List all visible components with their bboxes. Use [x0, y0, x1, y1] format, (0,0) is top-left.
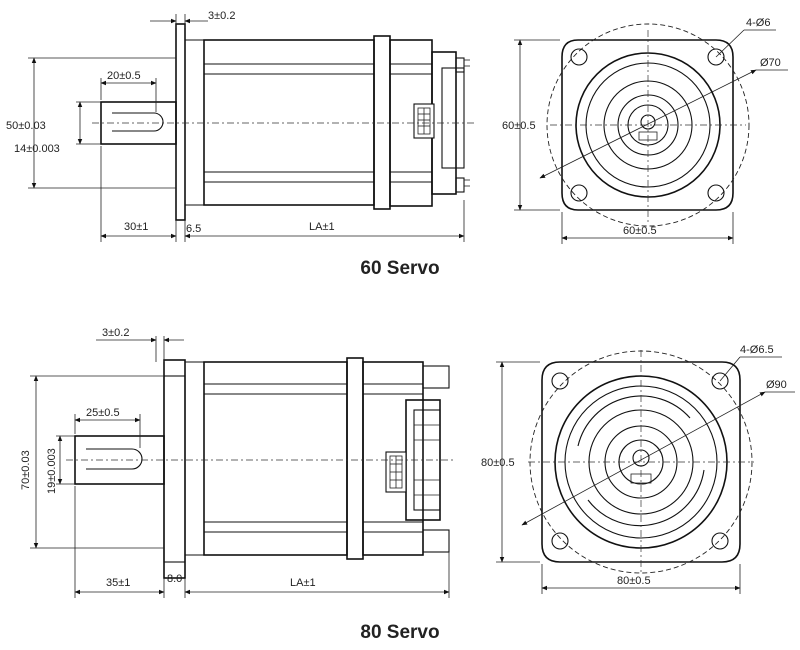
servo80-hole-spec: 4-Ø6.5 [740, 344, 774, 356]
servo60-flange-offset: 6.5 [186, 223, 201, 235]
servo80-caption: 80 Servo [360, 622, 439, 643]
servo60-front-height: 60±0.5 [502, 120, 536, 132]
servo80-front-view: 4-Ø6.5 Ø90 80±0.5 80±0.5 [481, 344, 795, 594]
servo80-flange-thickness: 3±0.2 [102, 327, 129, 339]
servo60-body-length: LA±1 [309, 221, 335, 233]
servo80-pcd: Ø90 [766, 379, 787, 391]
servo60-flange-height: 50±0.03 [6, 120, 46, 132]
servo80-key-length: 25±0.5 [86, 407, 120, 419]
servo60-side-view: 3±0.2 20±0.5 50±0.03 14±0.003 30±1 6.5 L… [6, 10, 476, 242]
servo80-shaft-dia: 19±0.003 [46, 448, 58, 494]
servo80-front-height: 80±0.5 [481, 457, 515, 469]
servo80-side-view: 3±0.2 25±0.5 70±0.03 19±0.003 35±1 8.0 L… [20, 327, 456, 598]
servo80-front-width: 80±0.5 [617, 575, 651, 587]
servo80-shaft-length: 35±1 [106, 577, 130, 589]
servo60-shaft-length: 30±1 [124, 221, 148, 233]
servo80-flange-offset: 8.0 [167, 573, 182, 585]
servo60-front-width: 60±0.5 [623, 225, 657, 237]
servo80-body-length: LA±1 [290, 577, 316, 589]
servo60-front-view: 4-Ø6 Ø70 60±0.5 60±0.5 [502, 17, 788, 244]
servo60-key-length: 20±0.5 [107, 70, 141, 82]
servo60-pcd: Ø70 [760, 57, 781, 69]
servo60-shaft-dia: 14±0.003 [14, 143, 60, 155]
servo60-caption: 60 Servo [360, 258, 439, 279]
servo80-flange-height: 70±0.03 [20, 450, 32, 490]
servo60-hole-spec: 4-Ø6 [746, 17, 770, 29]
servo60-flange-thickness: 3±0.2 [208, 10, 235, 22]
